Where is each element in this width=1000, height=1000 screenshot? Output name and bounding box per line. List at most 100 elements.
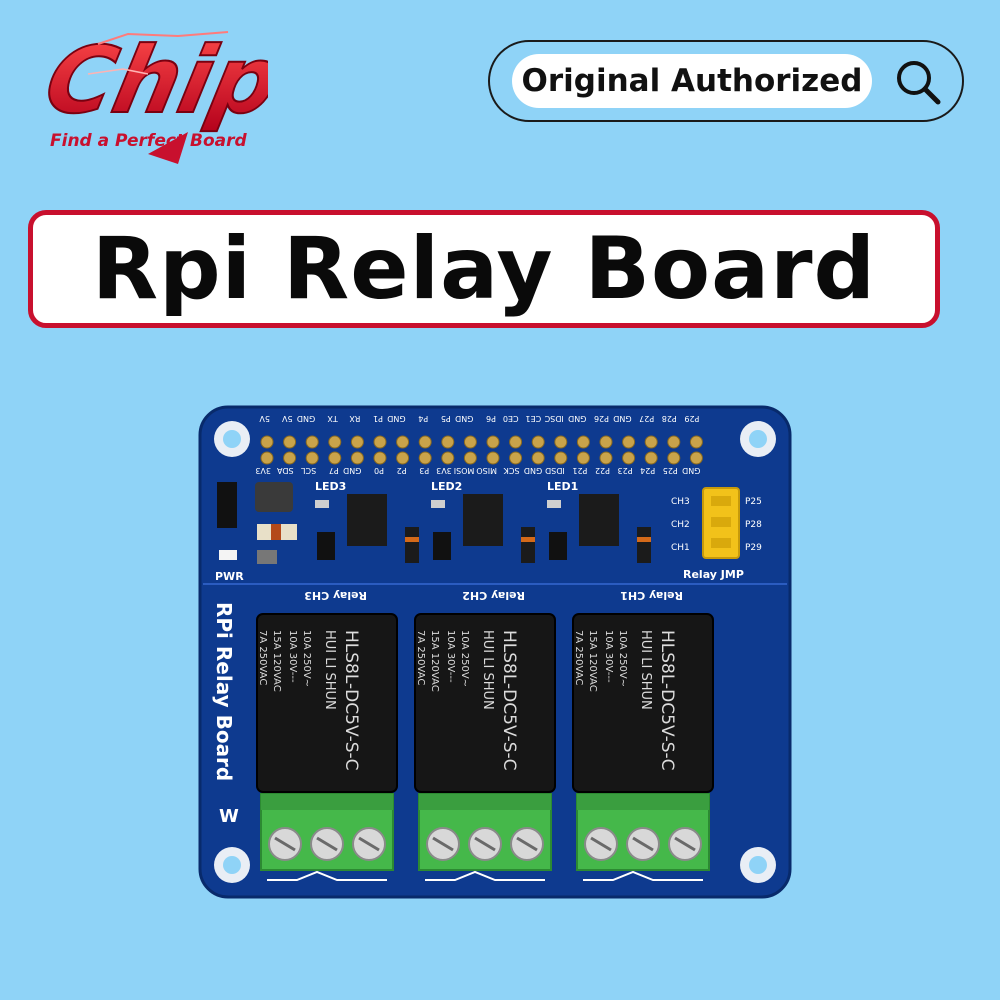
relay-rating: 15A 120VAC — [429, 630, 440, 692]
header-bottom-label: P23 — [618, 466, 633, 475]
header-pin — [667, 451, 681, 465]
relay-channel-label: Relay CH1 — [620, 589, 683, 602]
chip-logo-icon: Chip Find a Perfect Board — [36, 26, 291, 164]
header-pin — [644, 435, 658, 449]
header-bottom-label: P0 — [374, 466, 384, 475]
header-pin — [441, 435, 455, 449]
header-top-label: P29 — [684, 414, 699, 423]
brand-logo: Chip Find a Perfect Board — [28, 14, 291, 174]
header-pin — [373, 451, 387, 465]
relay-rating: 10A 250V~ — [301, 630, 312, 687]
header-pin — [418, 435, 432, 449]
header-top-label: P28 — [662, 414, 677, 423]
header-pin — [622, 435, 636, 449]
header-top-label: P27 — [639, 414, 654, 423]
header-top-label: P26 — [594, 414, 609, 423]
header-top-label: CE1 — [525, 414, 541, 423]
search-bar[interactable]: Original Authorized — [488, 40, 964, 122]
jumper-ch3: CH3 — [671, 497, 690, 507]
header-pin — [441, 451, 455, 465]
header-pin — [689, 451, 703, 465]
relay-channel-label: Relay CH2 — [462, 589, 525, 602]
relay-rating: 15A 120VAC — [587, 630, 598, 692]
header-pin — [622, 451, 636, 465]
header-pin — [554, 435, 568, 449]
brand-name: Chip — [37, 27, 268, 134]
relay-rating: 10A 30V--- — [445, 630, 456, 683]
jumper-pin-3: P29 — [745, 543, 762, 553]
jumper-ch1: CH1 — [671, 543, 690, 553]
header-bottom-label: P2 — [397, 466, 407, 475]
header-top-label: TX — [327, 414, 339, 423]
page-title: Rpi Relay Board — [28, 210, 940, 328]
header-bottom-label: P22 — [595, 466, 610, 475]
relay-rating: 7A 250VAC — [415, 630, 426, 685]
header-bottom-label: MOSI — [454, 466, 475, 475]
header-pin — [486, 451, 500, 465]
header-bottom-label: P7 — [329, 466, 339, 475]
board-silkscreen-name: RPi Relay Board — [212, 602, 236, 781]
relay-rating: 10A 30V--- — [287, 630, 298, 683]
search-label: Original Authorized — [512, 54, 872, 108]
header-pin — [328, 435, 342, 449]
header-pin — [644, 451, 658, 465]
header-pin — [260, 435, 274, 449]
header-pin — [260, 451, 274, 465]
header-pin — [396, 451, 410, 465]
relay-rating: 10A 30V--- — [603, 630, 614, 683]
header-pin — [305, 451, 319, 465]
relay-body — [572, 613, 714, 793]
relay-rating: 10A 250V~ — [617, 630, 628, 687]
search-icon[interactable] — [892, 56, 944, 108]
header-bottom-label: MISO — [476, 466, 497, 475]
header-pin — [396, 435, 410, 449]
header-top-label: GND — [613, 414, 631, 423]
header-pin — [689, 435, 703, 449]
header-pin — [576, 435, 590, 449]
jumper-label: Relay JMP — [683, 568, 744, 581]
relay-maker: HUI LI SHUN — [480, 630, 495, 710]
relay-model: HLS8L-DC5V-S-C — [499, 630, 519, 771]
header-top-label: P5 — [441, 414, 451, 423]
header-top-label: 5V — [259, 414, 270, 423]
header-bottom-label: P21 — [572, 466, 587, 475]
header-bottom-label: IDSD — [545, 466, 565, 475]
waveshare-logo-icon: W — [219, 806, 239, 827]
header-pin — [463, 451, 477, 465]
header-pin — [328, 451, 342, 465]
led-label-1: LED1 — [547, 480, 578, 493]
relay-channel-label: Relay CH3 — [304, 589, 367, 602]
header-pin — [554, 451, 568, 465]
header-bottom-label: SCL — [301, 466, 317, 475]
header-pin — [667, 435, 681, 449]
relay-model: HLS8L-DC5V-S-C — [657, 630, 677, 771]
header-pin — [531, 435, 545, 449]
header-pin — [283, 435, 297, 449]
header-pin — [576, 451, 590, 465]
relay-rating: 15A 120VAC — [271, 630, 282, 692]
relay-maker: HUI LI SHUN — [322, 630, 337, 710]
header-pin — [418, 451, 432, 465]
relay-maker: HUI LI SHUN — [638, 630, 653, 710]
header-top-label: GND — [455, 414, 473, 423]
header-pin — [305, 435, 319, 449]
header-top-label: GND — [387, 414, 405, 423]
relay-rating: 10A 250V~ — [459, 630, 470, 687]
header-pin — [463, 435, 477, 449]
relay-body — [414, 613, 556, 793]
header-top-label: 5V — [282, 414, 293, 423]
header-pin — [509, 451, 523, 465]
relay-rating: 7A 250VAC — [257, 630, 268, 685]
header-pin — [509, 435, 523, 449]
header-pin — [599, 451, 613, 465]
jumper-ch2: CH2 — [671, 520, 690, 530]
pwr-label: PWR — [215, 570, 244, 583]
relay-rating: 7A 250VAC — [573, 630, 584, 685]
header-pin — [373, 435, 387, 449]
header-bottom-label: SDA — [277, 466, 294, 475]
header-pin — [531, 451, 545, 465]
